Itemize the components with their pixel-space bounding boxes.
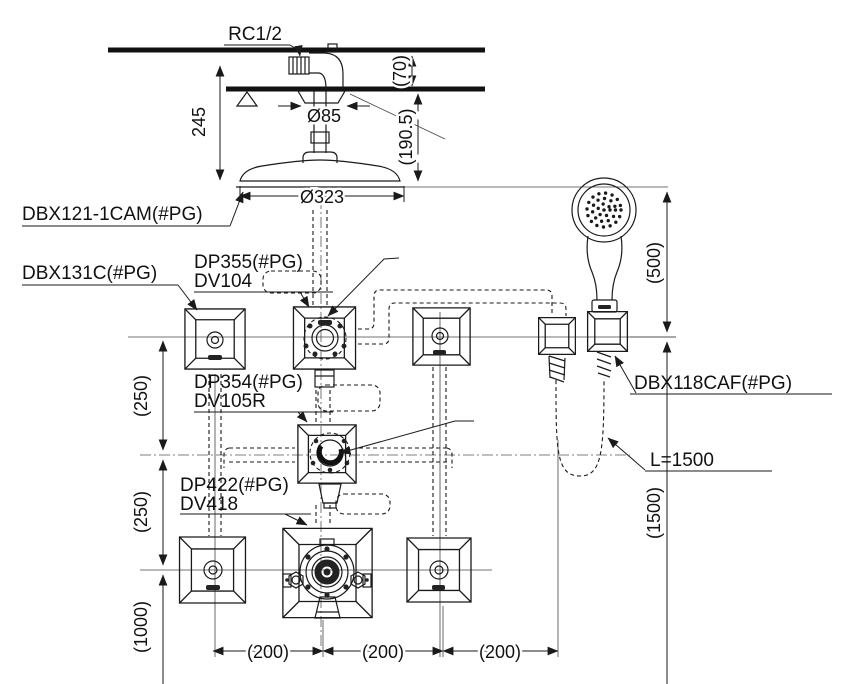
dim-ceiling-to-head: (190.5) [396,108,416,165]
dim-row-spacing-upper: (250) [131,375,151,417]
supply-elbow [288,43,344,90]
label-volume-control: DBX131C(#PG) [22,263,157,284]
hose-coil [596,351,612,378]
dim-head-diameter: Ø323 [300,187,344,207]
middle-diverter-valve [297,424,357,509]
right-hex-nut [350,571,366,589]
upper-diverter-valve [293,306,356,388]
hose-coil [548,355,566,383]
dim-mixer-to-floor: (1000) [131,601,151,653]
dim-row-spacing-lower: (250) [131,491,151,533]
mixer-valve [282,527,373,619]
label-middle-valve-trim: DP354(#PG) [194,372,303,393]
bottom-right-plate [406,537,472,603]
ceiling-escutcheon [296,90,347,104]
hand-shower-holder [587,311,628,378]
dim-pipe-drop: 245 [189,107,209,137]
pipe-loop-upper [262,270,322,294]
volume-control-plate [184,308,246,370]
dim-slab-to-ceiling: (70) [390,55,410,87]
label-supply-connection: RC1/2 [228,24,282,45]
label-upper-valve-trim: DP355(#PG) [194,252,303,273]
dim-holder-to-floor: (1500) [644,487,664,539]
label-hand-shower: DBX118CAF(#PG) [634,373,792,394]
dim-head-to-holder: (500) [644,242,664,284]
pipe-loop-middle [317,384,381,412]
hand-shower-hose [555,377,605,477]
level-mark-icon [235,90,259,107]
labels: RC1/2 DBX121-1CAM(#PG) DBX131C(#PG) DP35… [22,24,792,515]
leader-lines [177,44,646,526]
label-mixer-valve-trim: DP422(#PG) [180,475,289,496]
label-underlines [22,44,832,515]
label-middle-valve-rough: DV105R [194,391,266,412]
label-rain-shower-head: DBX121-1CAM(#PG) [22,204,203,225]
mixer-lever-handle [314,596,341,619]
bottom-left-plate [179,536,246,604]
dimension-lines [158,55,672,684]
label-hose-length: L=1500 [650,450,714,471]
ceiling-section [108,43,485,188]
pipe-loop-lower [335,493,391,515]
hose-outlet-elbow [538,317,576,383]
hand-shower [571,177,637,313]
dim-column-spacing-left: (200) [247,642,289,662]
label-upper-valve-rough: DV104 [194,271,253,292]
dim-column-spacing-center: (200) [362,642,404,662]
dim-escutcheon-diameter: Ø85 [307,106,341,126]
label-mixer-valve-rough: DV418 [180,494,238,515]
dim-column-spacing-right: (200) [479,642,521,662]
concealed-piping [208,210,605,536]
rain-shower-head [236,91,404,188]
left-hex-nut [288,571,304,589]
dimension-texts: (70) 245 (190.5) Ø85 Ø323 (500) (1500) (… [129,52,667,664]
supply-plate [412,307,471,366]
